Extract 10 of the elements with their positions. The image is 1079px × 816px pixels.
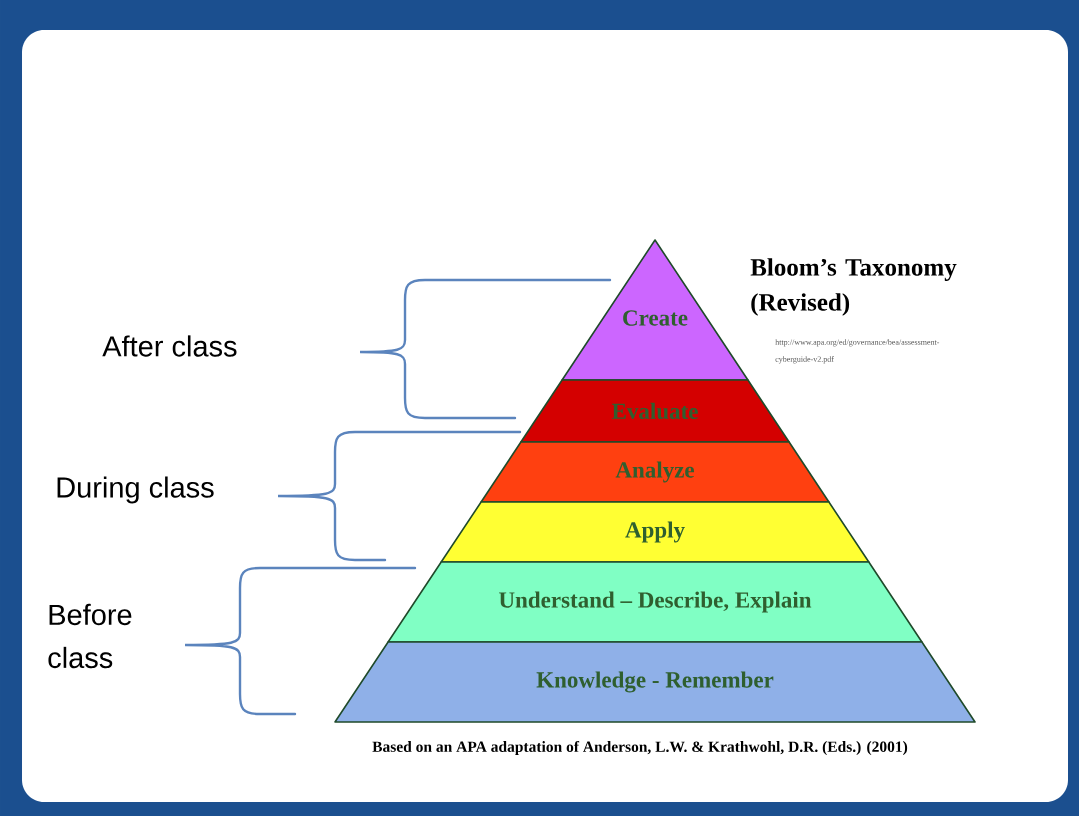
- phase-label: During class: [57, 476, 214, 504]
- title: Bloom’s Taxonomy (Revised): [750, 258, 957, 316]
- pyramid-level: Knowledge - Remember: [334, 641, 976, 723]
- pyramid-level: Apply: [440, 501, 870, 563]
- phase-label: Before class: [48, 603, 132, 669]
- source-link: http://www.apa.org/ed/governance/bea/assessment-cyberguide-v2.pdf: [775, 339, 940, 364]
- phase-label: After class: [102, 335, 237, 357]
- pyramid-level: Create: [561, 239, 749, 381]
- caption: Based on an APA adaptation of Anderson, L.W. & Krathwohl, D.R. (Eds.) (2001): [372, 740, 908, 756]
- pyramid-level: Evaluate: [520, 379, 790, 443]
